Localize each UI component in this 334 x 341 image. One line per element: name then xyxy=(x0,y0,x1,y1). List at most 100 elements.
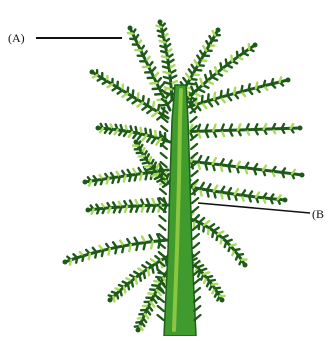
leaflet xyxy=(214,228,219,231)
stem-leaf xyxy=(161,126,167,131)
leaflet xyxy=(209,224,214,228)
leaflet xyxy=(243,48,244,53)
leaflet xyxy=(89,254,90,259)
leaflet xyxy=(197,265,203,267)
leaflet xyxy=(221,91,222,97)
stem-leaf xyxy=(191,144,197,149)
leaflet xyxy=(183,78,187,83)
leaflet xyxy=(108,84,113,87)
leaflet xyxy=(147,168,153,170)
stem-leaf xyxy=(194,279,200,284)
leaflet xyxy=(226,60,227,66)
stem-leaf xyxy=(191,117,197,122)
branch-tip xyxy=(134,140,139,145)
leaflet xyxy=(113,178,115,183)
leaflet xyxy=(140,174,142,180)
leaflet xyxy=(149,306,153,311)
leaflet xyxy=(210,71,212,77)
branch-tip xyxy=(300,173,305,178)
stem-leaf xyxy=(193,234,199,239)
leaflet xyxy=(144,243,146,250)
branch-tip xyxy=(108,298,113,303)
leaflet xyxy=(129,175,131,181)
leaflet xyxy=(160,105,167,106)
leaflet xyxy=(109,249,110,255)
leaflet xyxy=(143,318,146,322)
branch xyxy=(178,154,305,178)
leaflet xyxy=(146,173,148,180)
leaflet xyxy=(215,288,220,289)
branch xyxy=(133,140,172,187)
leaflet xyxy=(162,56,168,58)
leaflet xyxy=(200,79,202,85)
leaflet xyxy=(139,156,144,157)
leaflet xyxy=(76,258,77,263)
stem-leaf xyxy=(160,189,166,194)
leaflet xyxy=(203,46,206,51)
leaflet xyxy=(128,97,133,101)
leaflet xyxy=(237,52,238,57)
stem-leaf xyxy=(192,171,198,176)
leaflet xyxy=(215,67,217,73)
leaflet xyxy=(202,96,203,103)
leaflet xyxy=(208,94,209,101)
leaflet xyxy=(129,245,131,251)
leaflet xyxy=(218,232,223,235)
leaflet xyxy=(133,100,138,104)
leaflet xyxy=(115,247,116,253)
leaflet xyxy=(206,41,209,46)
branch xyxy=(96,124,171,146)
branch-tip xyxy=(128,26,133,31)
leaflet xyxy=(204,272,210,274)
leaflet xyxy=(159,36,164,38)
leaflet xyxy=(231,244,236,245)
stem-leaf xyxy=(192,207,198,212)
stem-leaf xyxy=(160,216,166,221)
leaflet xyxy=(238,254,243,255)
leaflet xyxy=(141,322,144,326)
leaflet xyxy=(272,79,273,84)
leaflet xyxy=(148,269,149,275)
leaflet xyxy=(142,106,147,110)
leaflet xyxy=(209,280,215,281)
leaflet xyxy=(161,51,167,53)
leaflet xyxy=(256,83,257,88)
leaflet xyxy=(160,41,165,43)
branch-tip xyxy=(286,78,291,83)
leaflet xyxy=(70,260,71,265)
leaflet xyxy=(226,240,231,242)
stem-leaf xyxy=(192,198,198,203)
label-a: (A) xyxy=(8,32,25,44)
leaflet xyxy=(145,165,151,167)
leaflet xyxy=(165,258,166,265)
branch-tip xyxy=(96,126,101,131)
branch-tip xyxy=(136,328,141,333)
branch-tip xyxy=(90,70,95,75)
leaflet xyxy=(118,177,120,183)
leaflet xyxy=(144,272,145,278)
stem-leaf xyxy=(161,153,167,158)
leaflet xyxy=(107,178,109,183)
leaflet xyxy=(280,77,281,82)
leaflet xyxy=(145,314,148,318)
leaflet xyxy=(93,75,97,77)
branch-tip xyxy=(83,180,88,185)
leaflet xyxy=(231,56,232,61)
leaflet xyxy=(196,83,198,89)
leaflet xyxy=(83,256,84,261)
leaflet xyxy=(101,179,103,184)
leaflet xyxy=(213,31,215,35)
stem-leaf xyxy=(158,315,164,320)
leaflet xyxy=(207,276,213,277)
leaflet xyxy=(156,263,157,270)
leaflet xyxy=(151,302,155,307)
leaflet xyxy=(147,310,150,314)
leaflet xyxy=(143,162,149,163)
leaflet xyxy=(95,252,96,258)
leaflet xyxy=(163,61,169,63)
leaflet xyxy=(98,78,102,81)
leaflet xyxy=(241,86,242,92)
leaflet xyxy=(249,84,250,90)
